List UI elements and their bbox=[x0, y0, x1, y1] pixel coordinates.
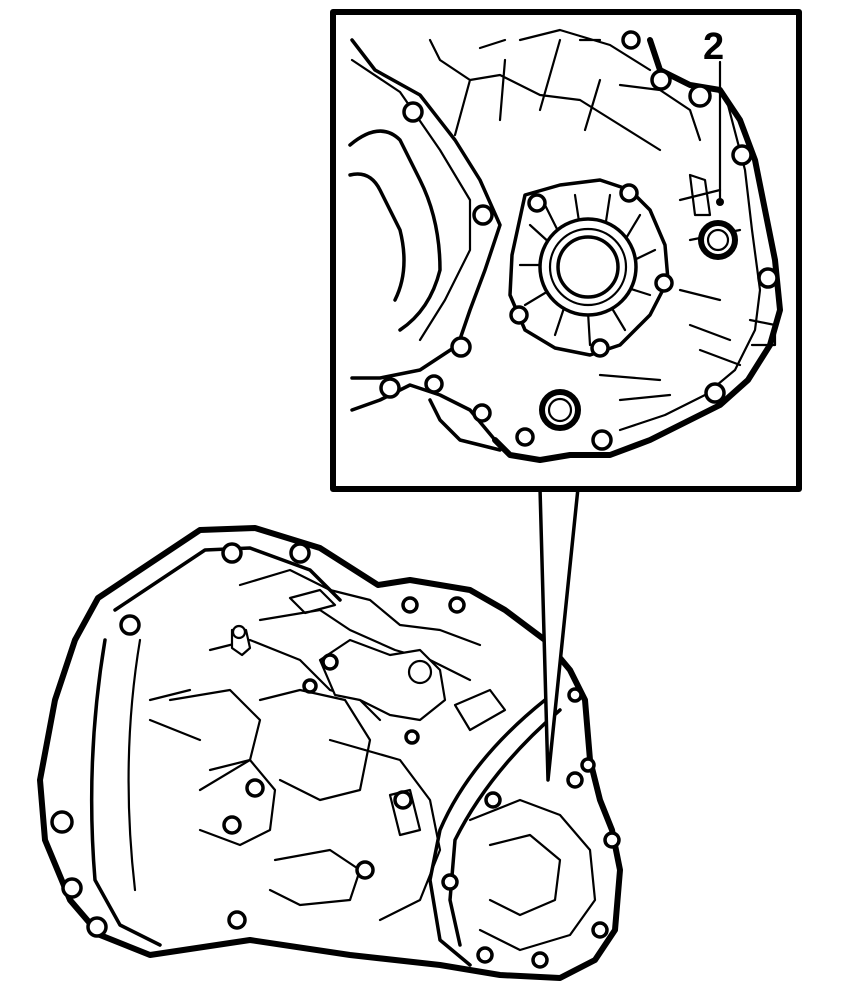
shift-lever-stub bbox=[453, 688, 507, 732]
bolt bbox=[61, 877, 83, 899]
bolt bbox=[531, 951, 549, 969]
bolt bbox=[379, 377, 401, 399]
bolt bbox=[221, 542, 243, 564]
transaxle-housing-outline bbox=[37, 525, 623, 981]
bolt bbox=[484, 791, 502, 809]
bolt bbox=[441, 873, 459, 891]
bolt bbox=[321, 653, 339, 671]
bolt bbox=[355, 860, 375, 880]
bolt bbox=[302, 678, 318, 694]
bolt bbox=[424, 374, 444, 394]
shift-tower-bore bbox=[407, 659, 433, 685]
bolt bbox=[509, 305, 529, 325]
bolt bbox=[289, 542, 311, 564]
case-flange-inner bbox=[350, 58, 472, 342]
bolt bbox=[757, 267, 779, 289]
bolt bbox=[222, 815, 242, 835]
bolt bbox=[590, 338, 610, 358]
filler-plug bbox=[539, 389, 581, 431]
bolt bbox=[450, 336, 472, 358]
bolt bbox=[731, 144, 753, 166]
bolt bbox=[515, 427, 535, 447]
case-right-rim bbox=[618, 103, 762, 432]
bell-housing-rim bbox=[89, 546, 342, 947]
bell-housing-inner bbox=[127, 638, 262, 892]
bolt bbox=[393, 790, 413, 810]
bolt bbox=[704, 382, 726, 404]
bearing-bore bbox=[556, 235, 620, 299]
bolt bbox=[688, 84, 712, 108]
bearing-web-spokes bbox=[518, 193, 657, 347]
end-cover bbox=[468, 798, 597, 952]
inset-bolts bbox=[379, 30, 779, 451]
bolt bbox=[621, 30, 641, 50]
bolt bbox=[50, 810, 74, 834]
bolt bbox=[472, 204, 494, 226]
bolt bbox=[448, 596, 466, 614]
case-joint-flange bbox=[428, 698, 562, 967]
callout-leader-dot bbox=[716, 198, 724, 206]
bolt bbox=[650, 69, 672, 91]
bolt bbox=[119, 614, 141, 636]
shift-tower bbox=[318, 638, 447, 722]
bolt bbox=[401, 596, 419, 614]
bolt bbox=[603, 831, 621, 849]
transaxle-assembly bbox=[37, 525, 623, 981]
callout-label-2: 2 bbox=[703, 26, 724, 68]
top-ribs bbox=[428, 28, 702, 152]
bolt bbox=[404, 729, 420, 745]
bolt bbox=[566, 771, 584, 789]
bolt bbox=[527, 193, 547, 213]
bolt bbox=[591, 429, 613, 451]
case-cavity bbox=[348, 129, 442, 332]
bolt bbox=[567, 687, 583, 703]
bolt bbox=[402, 101, 424, 123]
bolt bbox=[472, 403, 492, 423]
bolt bbox=[654, 273, 674, 293]
breather-cap bbox=[231, 624, 247, 640]
center-case bbox=[198, 688, 442, 922]
main-bolts bbox=[50, 542, 621, 969]
upper-casting bbox=[208, 568, 482, 722]
bolt bbox=[86, 916, 108, 938]
bolt bbox=[591, 921, 609, 939]
bolt bbox=[245, 778, 265, 798]
case-flange bbox=[350, 38, 502, 380]
bolt bbox=[227, 910, 247, 930]
bolt bbox=[619, 183, 639, 203]
drain-plug bbox=[698, 220, 738, 260]
bolt bbox=[476, 946, 494, 964]
detail-inset: 2 bbox=[330, 9, 802, 492]
bolt bbox=[580, 757, 596, 773]
